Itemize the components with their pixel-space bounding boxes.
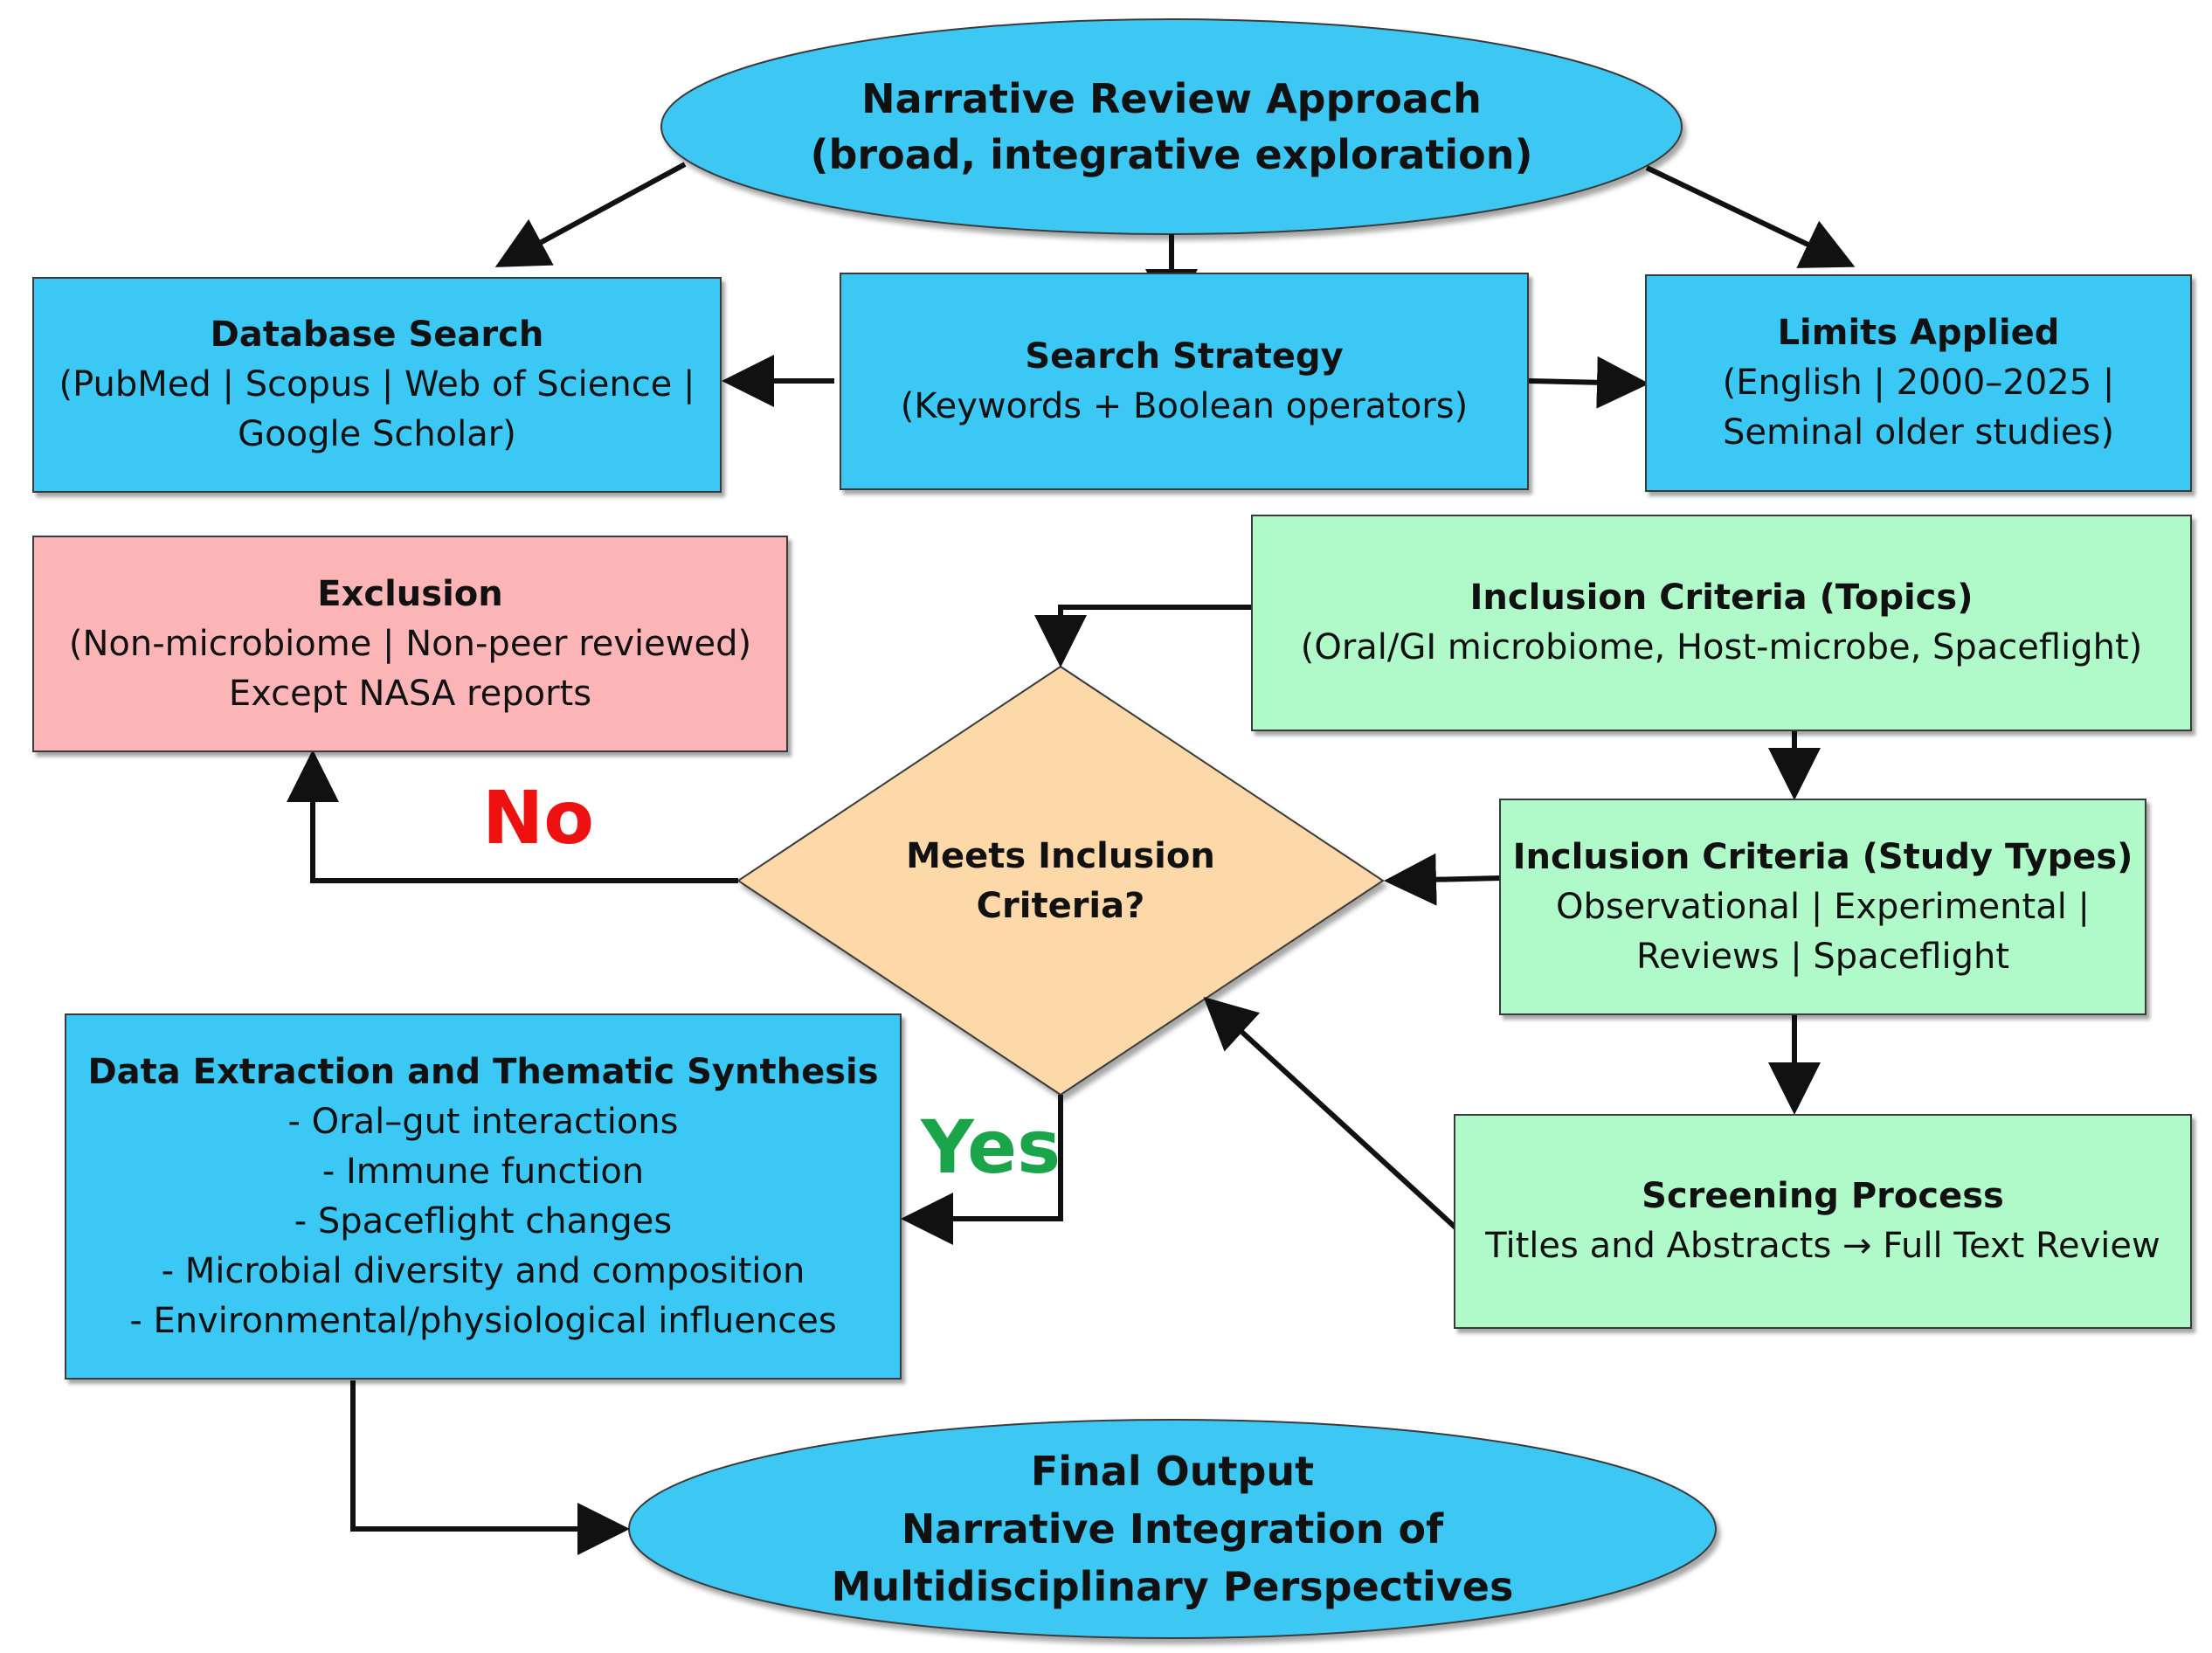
data-extraction-line-4: - Microbial diversity and composition xyxy=(161,1250,805,1291)
database-search-line-1: (PubMed | Scopus | Web of Science | xyxy=(59,364,695,405)
exclusion-box: Exclusion (Non-microbiome | Non-peer rev… xyxy=(32,536,788,752)
arrow-strategy-to-limits xyxy=(1528,356,1649,409)
limits-applied-title: Limits Applied xyxy=(1777,313,2060,353)
data-extraction-title: Data Extraction and Thematic Synthesis xyxy=(87,1051,879,1092)
inclusion-study-types-title: Inclusion Criteria (Study Types) xyxy=(1512,836,2133,877)
exclusion-line-1: (Non-microbiome | Non-peer reviewed) xyxy=(68,623,752,664)
inclusion-topics-line-1: (Oral/GI microbiome, Host-microbe, Space… xyxy=(1300,627,2143,667)
data-extraction-line-3: - Spaceflight changes xyxy=(294,1200,673,1241)
final-line-2: Multidisciplinary Perspectives xyxy=(831,1563,1514,1610)
arrow-studytypes-to-decision xyxy=(1384,853,1502,906)
database-search-box: Database Search (PubMed | Scopus | Web o… xyxy=(32,277,722,493)
search-strategy-box: Search Strategy (Keywords + Boolean oper… xyxy=(840,273,1529,490)
search-strategy-title: Search Strategy xyxy=(1025,335,1344,377)
data-extraction-line-5: - Environmental/physiological influences xyxy=(129,1300,837,1341)
search-strategy-line-1: (Keywords + Boolean operators) xyxy=(900,385,1469,426)
arrow-decision-to-extraction xyxy=(901,1095,1063,1245)
start-title: Narrative Review Approach xyxy=(861,75,1482,122)
decision-line-1: Meets Inclusion xyxy=(906,836,1215,876)
limits-applied-line-2: Seminal older studies) xyxy=(1723,412,2114,453)
start-node: Narrative Review Approach (broad, integr… xyxy=(716,52,1627,201)
final-node: Final Output Narrative Integration of Mu… xyxy=(743,1437,1602,1621)
arrow-start-to-limits xyxy=(1645,165,1856,268)
limits-applied-box: Limits Applied (English | 2000–2025 | Se… xyxy=(1645,274,2192,492)
arrow-extraction-to-final xyxy=(350,1380,630,1555)
data-extraction-line-1: - Oral–gut interactions xyxy=(287,1101,679,1142)
yes-label: Yes xyxy=(921,1104,1061,1190)
inclusion-study-types-line-1: Observational | Experimental | xyxy=(1555,886,2091,927)
arrow-screening-to-decision xyxy=(1203,996,1458,1230)
no-label: No xyxy=(482,775,595,861)
screening-line-1: Titles and Abstracts → Full Text Review xyxy=(1485,1226,2160,1266)
data-extraction-line-2: - Immune function xyxy=(321,1151,645,1192)
inclusion-topics-box: Inclusion Criteria (Topics) (Oral/GI mic… xyxy=(1251,515,2192,731)
data-extraction-box: Data Extraction and Thematic Synthesis -… xyxy=(65,1013,902,1380)
decision-line-2: Criteria? xyxy=(976,886,1145,926)
arrow-decision-to-exclusion xyxy=(287,750,738,883)
inclusion-topics-title: Inclusion Criteria (Topics) xyxy=(1469,578,1974,618)
arrow-topics-to-decision xyxy=(1034,605,1251,667)
exclusion-line-2: Except NASA reports xyxy=(228,673,592,714)
arrow-start-to-database xyxy=(494,162,687,267)
final-line-1: Narrative Integration of xyxy=(901,1505,1444,1553)
final-title: Final Output xyxy=(1030,1448,1315,1495)
screening-title: Screening Process xyxy=(1642,1176,2004,1216)
start-subtitle: (broad, integrative exploration) xyxy=(810,131,1533,178)
decision-node: Meets Inclusion Criteria? xyxy=(886,826,1235,937)
database-search-line-2: Google Scholar) xyxy=(238,414,516,454)
inclusion-study-types-line-2: Reviews | Spaceflight xyxy=(1635,936,2010,977)
database-search-title: Database Search xyxy=(210,315,544,355)
exclusion-title: Exclusion xyxy=(317,573,503,614)
screening-process-box: Screening Process Titles and Abstracts →… xyxy=(1454,1114,2192,1329)
inclusion-study-types-box: Inclusion Criteria (Study Types) Observa… xyxy=(1499,799,2146,1015)
limits-applied-line-1: (English | 2000–2025 | xyxy=(1722,363,2115,403)
